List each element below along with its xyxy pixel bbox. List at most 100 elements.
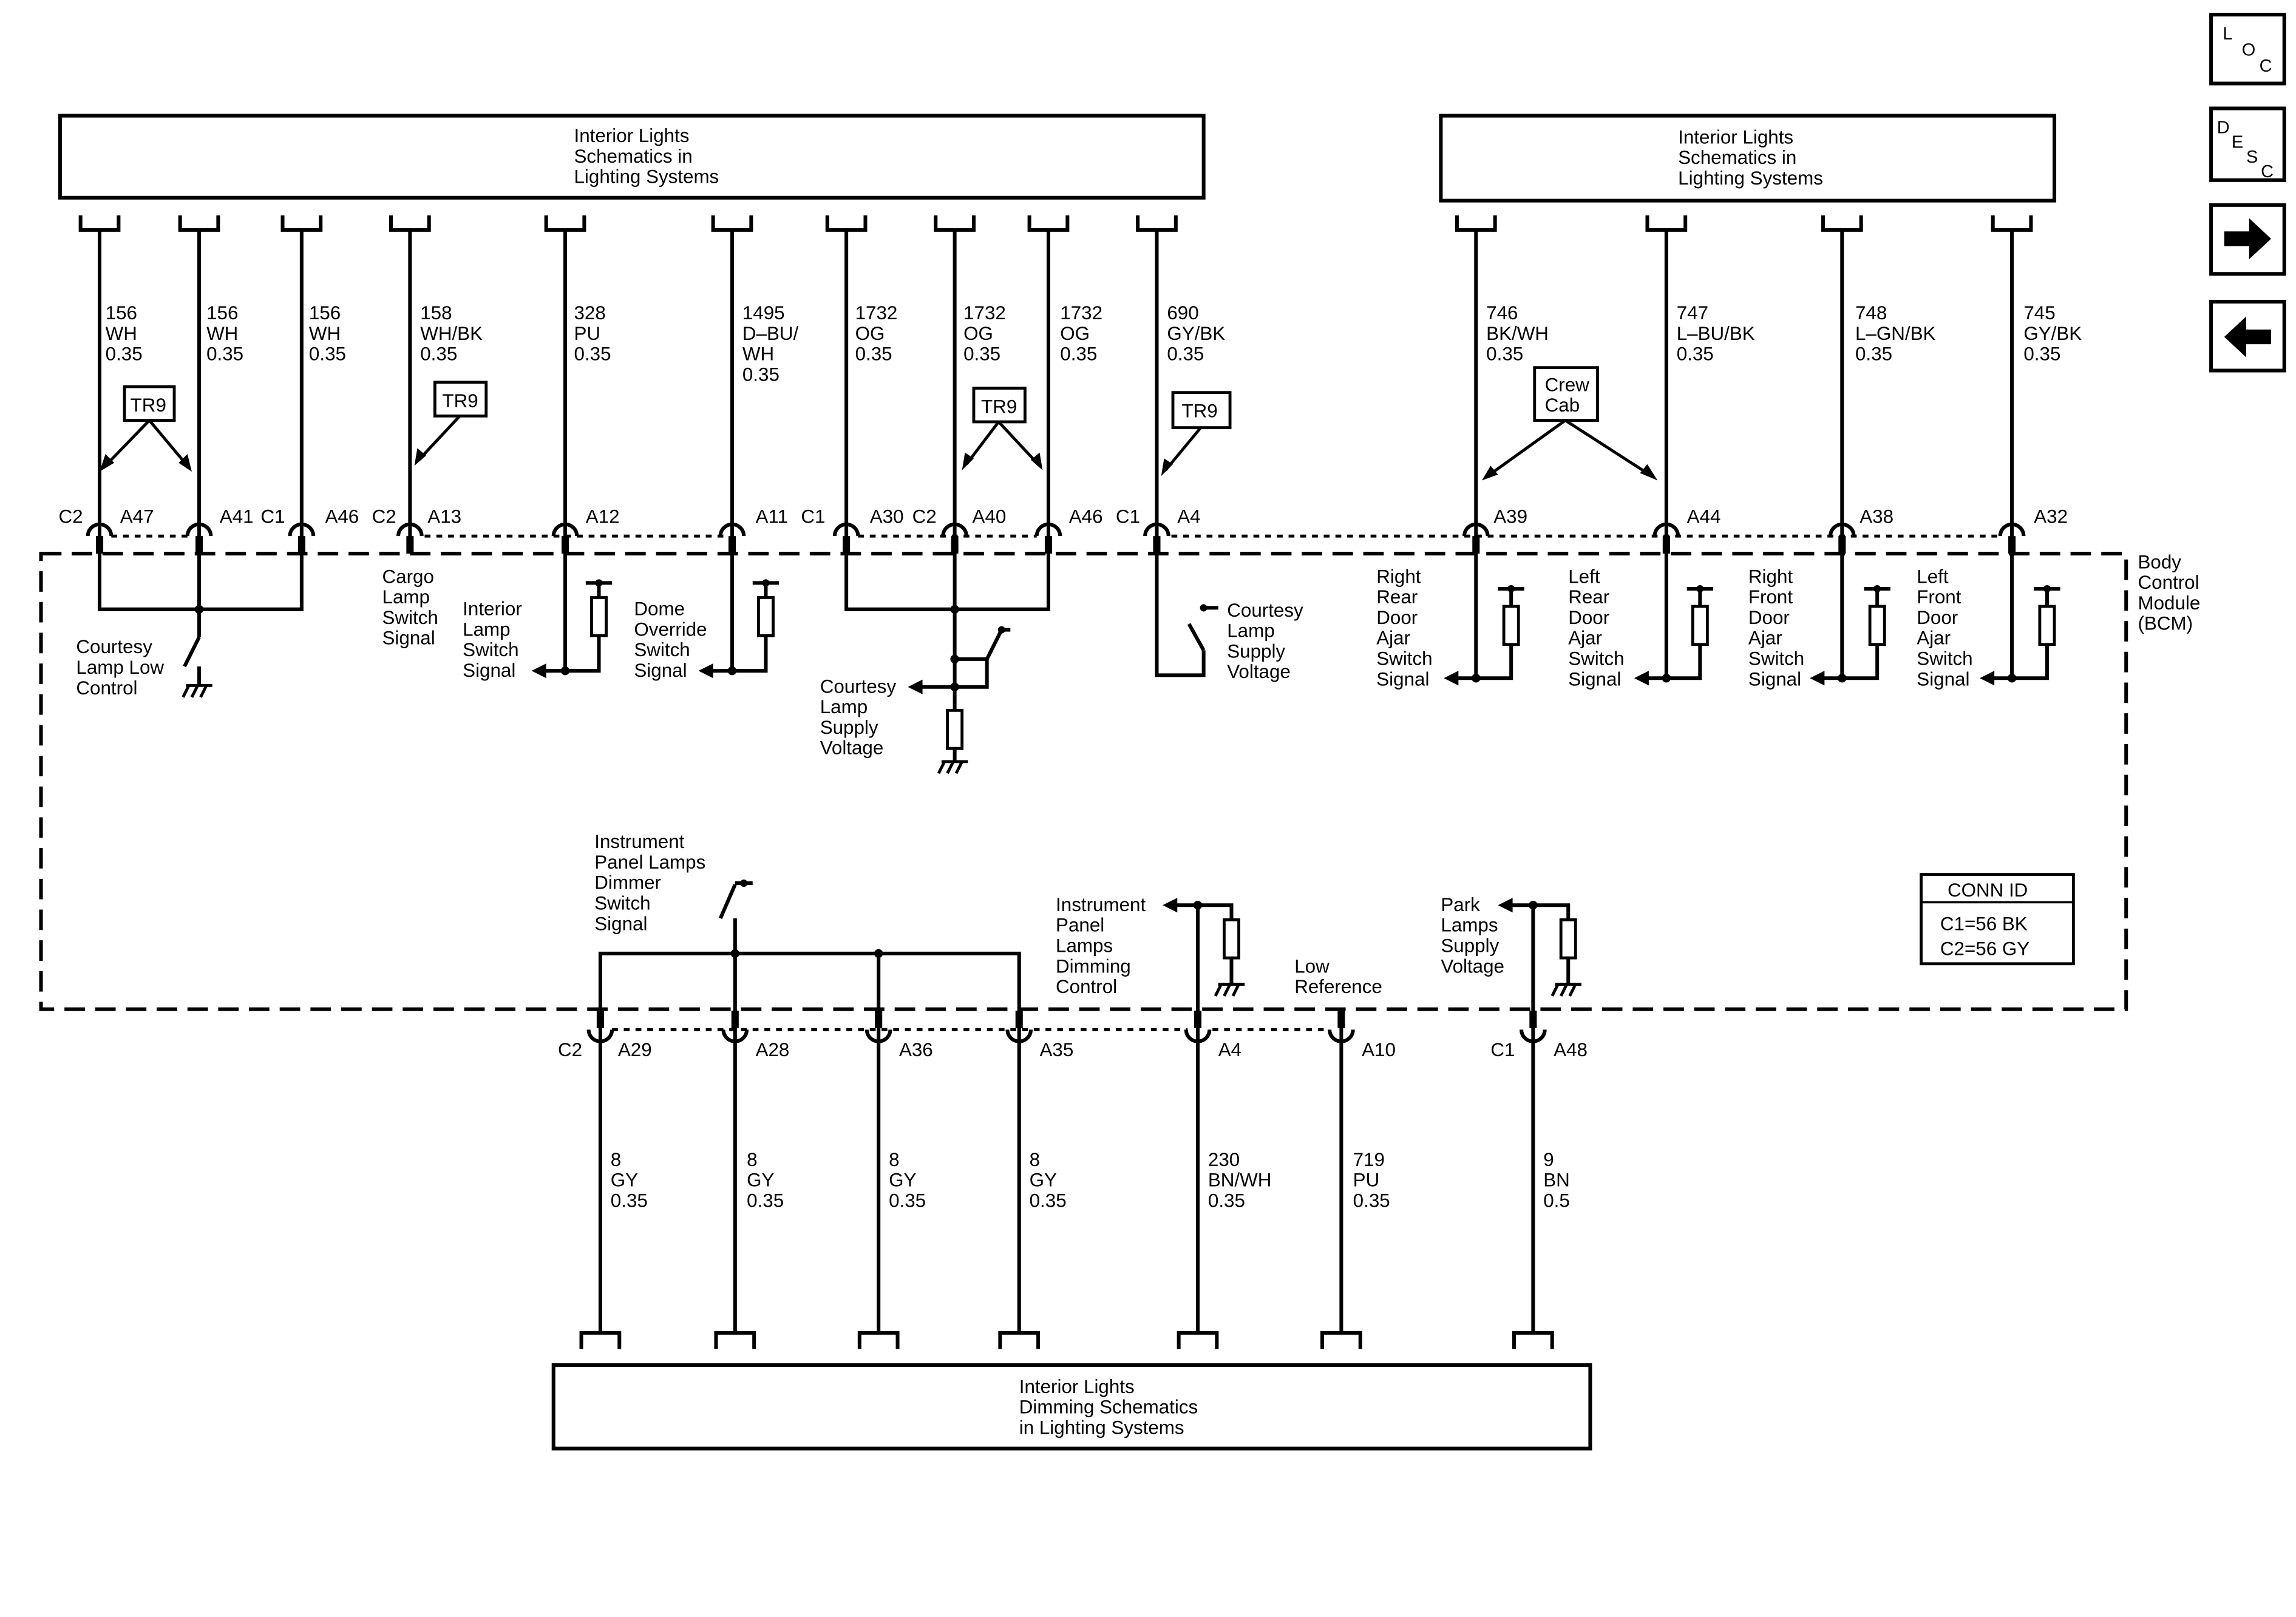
svg-text:C2=56 GY: C2=56 GY — [1940, 938, 2029, 959]
wire-label: PU — [574, 323, 601, 344]
tr9-tag: TR9 — [433, 381, 488, 418]
conn-id-table: CONN ID C1=56 BK C2=56 GY — [1920, 873, 2075, 966]
desc-button[interactable]: D E S C — [2209, 106, 2286, 182]
wire-label: BN/WH — [1208, 1170, 1272, 1191]
forward-button[interactable] — [2209, 203, 2286, 276]
svg-text:Dimmer: Dimmer — [594, 872, 661, 893]
svg-text:Lamp Low: Lamp Low — [76, 657, 164, 678]
wire-label: 1732 — [963, 302, 1006, 324]
wire-label: 0.35 — [1060, 344, 1097, 365]
svg-text:Control: Control — [2138, 572, 2199, 593]
courtesy-lamp-supply-voltage-label: Courtesy Lamp Supply Voltage — [820, 676, 897, 758]
svg-text:Lighting Systems: Lighting Systems — [574, 166, 719, 188]
svg-text:Schematics in: Schematics in — [574, 146, 693, 167]
svg-text:Cargo: Cargo — [382, 566, 434, 587]
interior-lights-box-left[interactable]: Interior Lights Schematics in Lighting S… — [58, 114, 1206, 200]
svg-text:Interior Lights: Interior Lights — [1019, 1376, 1135, 1397]
wire-label: L–GN/BK — [1855, 323, 1936, 344]
svg-text:Supply: Supply — [1227, 640, 1285, 662]
svg-text:D: D — [2217, 118, 2230, 138]
wire-label: 8 — [1030, 1149, 1040, 1170]
svg-text:Park: Park — [1441, 894, 1480, 915]
pin-label: A46 — [325, 506, 359, 527]
wire-label: 0.35 — [1855, 344, 1892, 365]
wire-label: 0.35 — [206, 344, 243, 365]
wire-label: 0.35 — [1208, 1190, 1245, 1211]
bottom-wires: 8GY0.35A29C28GY0.35A288GY0.35A368GY0.35A… — [558, 1011, 1588, 1349]
svg-text:Override: Override — [634, 619, 707, 640]
wire-label: GY — [889, 1170, 916, 1191]
wire-label: 8 — [611, 1149, 621, 1170]
wire-label: 0.35 — [1677, 344, 1714, 365]
svg-text:Switch: Switch — [634, 639, 690, 660]
pin-label: A32 — [2034, 506, 2068, 527]
back-arrow-icon — [2224, 316, 2271, 358]
wire-label: OG — [855, 323, 885, 344]
interior-lights-box-right[interactable]: Interior Lights Schematics in Lighting S… — [1439, 114, 2057, 203]
svg-text:Switch: Switch — [382, 607, 438, 628]
loc-button[interactable]: L O C — [2209, 13, 2286, 86]
svg-text:E: E — [2232, 133, 2243, 152]
connector-label: C1 — [260, 506, 285, 527]
svg-text:Right: Right — [1748, 566, 1793, 587]
svg-text:Signal: Signal — [634, 660, 687, 681]
svg-text:Lighting Systems: Lighting Systems — [1678, 168, 1823, 189]
svg-text:Interior Lights: Interior Lights — [574, 125, 690, 146]
wire-label: GY/BK — [2023, 323, 2082, 344]
svg-text:Courtesy: Courtesy — [820, 676, 897, 697]
svg-text:Supply: Supply — [1441, 935, 1499, 956]
svg-text:TR9: TR9 — [981, 396, 1017, 417]
pin-label: A47 — [120, 506, 154, 527]
svg-text:Lamps: Lamps — [1441, 915, 1498, 936]
pin-label: A29 — [618, 1039, 652, 1060]
interior-lamp-switch-signal-label: Interior Lamp Switch Signal — [463, 598, 522, 680]
low-reference-label: Low Reference — [1294, 955, 1382, 997]
pin-label: A28 — [756, 1039, 790, 1060]
wire-label: 328 — [574, 302, 606, 324]
pin-label: A35 — [1040, 1039, 1074, 1060]
pin-label: A39 — [1493, 506, 1527, 527]
svg-text:Supply: Supply — [820, 717, 878, 738]
svg-text:Module: Module — [2138, 592, 2201, 614]
wire-label: 156 — [106, 302, 137, 324]
svg-text:Ajar: Ajar — [1376, 628, 1410, 649]
ip-lamps-dimmer-switch-label: Instrument Panel Lamps Dimmer Switch Sig… — [594, 831, 705, 934]
svg-text:Lamp: Lamp — [820, 696, 868, 717]
svg-text:Left: Left — [1568, 566, 1600, 587]
svg-text:Switch: Switch — [1917, 648, 1972, 670]
svg-text:Reference: Reference — [1294, 976, 1382, 997]
wire-label: 0.35 — [742, 364, 779, 385]
wire-label: WH — [742, 344, 774, 365]
pin-label: A10 — [1362, 1039, 1396, 1060]
connector-label: C1 — [801, 506, 825, 527]
back-button[interactable] — [2209, 300, 2286, 373]
dimming-schematics-box[interactable]: Interior Lights Dimming Schematics in Li… — [551, 1363, 1592, 1451]
wire-label: 156 — [309, 302, 341, 324]
svg-text:Signal: Signal — [1376, 668, 1429, 690]
signal-labels: Courtesy Lamp Low Control Cargo Lamp Swi… — [76, 566, 1972, 997]
connector-label: C2 — [58, 506, 83, 527]
wire-label: 0.35 — [889, 1190, 926, 1211]
svg-text:Panel Lamps: Panel Lamps — [594, 852, 705, 873]
